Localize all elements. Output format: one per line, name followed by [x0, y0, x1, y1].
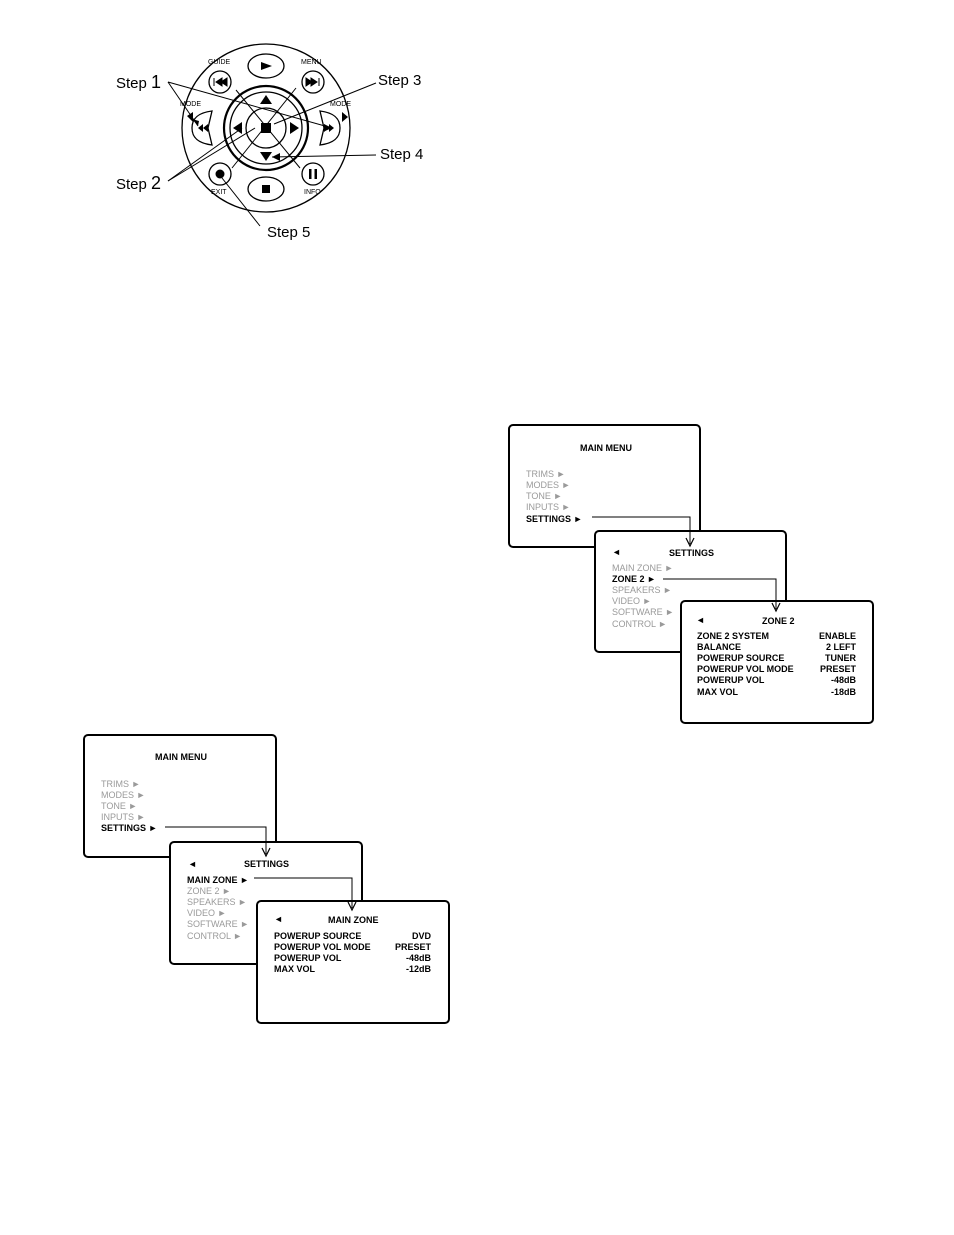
nav-up-arrow-icon[interactable] [260, 95, 272, 104]
zone2-screen: ◄ ZONE 2 ZONE 2 SYSTEM ENABLE BALANCE 2 … [680, 600, 874, 724]
back-arrow-icon[interactable]: ◄ [188, 859, 197, 869]
setting-value[interactable]: -12dB [405, 964, 431, 974]
nav-select-icon[interactable] [261, 123, 271, 133]
nav-ring-inner [229, 91, 303, 165]
main-menu-screen: MAIN MENU TRIMS ► MODES ► TONE ► INPUTS … [83, 734, 277, 858]
stop-button[interactable] [247, 176, 285, 202]
menu-button[interactable] [301, 70, 325, 94]
mode-left-label: MODE [180, 101, 201, 108]
nav-center-ring [245, 107, 287, 149]
nav-left-arrow-icon[interactable] [233, 122, 242, 134]
setting-label: MAX VOL [697, 687, 739, 697]
setting-label: POWERUP VOL [274, 953, 342, 963]
step1-label: Step 1 [116, 72, 162, 92]
menu-item-modes[interactable]: MODES ► [101, 790, 146, 800]
setting-value[interactable]: PRESET [394, 942, 431, 952]
setting-label: POWERUP VOL [697, 675, 765, 685]
menu-item-inputs[interactable]: INPUTS ► [101, 812, 146, 822]
step5-label: Step 5 [267, 224, 311, 241]
menu-item-tone[interactable]: TONE ► [101, 801, 138, 811]
setting-label: POWERUP VOL MODE [274, 942, 371, 952]
setting-value[interactable]: -48dB [830, 675, 856, 685]
step-leader-lines [167, 81, 377, 227]
info-label: INFO [304, 189, 321, 196]
menu-item-settings[interactable]: SETTINGS ► [101, 823, 158, 833]
pause-icon [309, 169, 317, 179]
menu-label: MENU [301, 59, 322, 66]
settings-item-zone2[interactable]: ZONE 2 ► [612, 574, 656, 584]
main-menu-title: MAIN MENU [580, 443, 632, 453]
setting-label: BALANCE [697, 642, 741, 652]
settings-item-main-zone[interactable]: MAIN ZONE ► [187, 875, 249, 885]
exit-button[interactable] [208, 162, 232, 186]
keypad-outer-ring [181, 43, 351, 213]
mode-right-label: MODE [330, 101, 351, 108]
info-button[interactable] [301, 162, 325, 186]
menu-item-tone[interactable]: TONE ► [526, 491, 563, 501]
step4-label: Step 4 [380, 146, 424, 163]
play-icon [261, 62, 272, 70]
menu-item-inputs[interactable]: INPUTS ► [526, 502, 571, 512]
setting-value[interactable]: -48dB [405, 953, 431, 963]
settings-item-control[interactable]: CONTROL ► [612, 619, 668, 629]
stop-icon [262, 185, 270, 193]
settings-item-video[interactable]: VIDEO ► [612, 596, 652, 606]
settings-item-software[interactable]: SOFTWARE ► [612, 607, 675, 617]
guide-label: GUIDE [208, 59, 231, 66]
setting-value[interactable]: PRESET [819, 664, 856, 674]
step3-label: Step 3 [378, 72, 422, 89]
settings-item-video[interactable]: VIDEO ► [187, 908, 227, 918]
settings-item-speakers[interactable]: SPEAKERS ► [612, 585, 672, 595]
nav-down-arrow-icon[interactable] [260, 152, 272, 161]
mode-right-arrow-icon [342, 112, 348, 122]
setting-value[interactable]: ENABLE [818, 631, 856, 641]
setting-label: POWERUP SOURCE [274, 931, 362, 941]
mode-left-arrow-icon [187, 112, 193, 122]
play-button[interactable] [247, 53, 285, 79]
back-arrow-icon[interactable]: ◄ [696, 615, 705, 625]
menu-item-trims[interactable]: TRIMS ► [526, 469, 566, 479]
setting-value[interactable]: -18dB [830, 687, 856, 697]
back-arrow-icon[interactable]: ◄ [274, 914, 283, 924]
nav-right-arrow-icon[interactable] [290, 122, 299, 134]
setting-label: ZONE 2 SYSTEM [697, 631, 770, 641]
menu-item-trims[interactable]: TRIMS ► [101, 779, 141, 789]
rewind-button[interactable] [191, 110, 213, 146]
rewind-icon [198, 124, 208, 132]
settings-title: SETTINGS [669, 548, 715, 558]
menu-item-modes[interactable]: MODES ► [526, 480, 571, 490]
skip-back-icon [213, 77, 228, 87]
zone2-title: ZONE 2 [762, 616, 795, 626]
setting-value[interactable]: TUNER [825, 653, 856, 663]
nav-ring-outer [222, 84, 310, 172]
main-zone-screen: ◄ MAIN ZONE POWERUP SOURCE DVD POWERUP V… [256, 900, 450, 1024]
back-arrow-icon[interactable]: ◄ [612, 547, 621, 557]
menu-item-settings[interactable]: SETTINGS ► [526, 514, 583, 524]
remote-keypad-drawing [167, 43, 377, 227]
setting-value[interactable]: 2 LEFT [825, 642, 856, 652]
record-icon [215, 169, 225, 179]
main-menu-title: MAIN MENU [155, 752, 207, 762]
settings-item-main-zone[interactable]: MAIN ZONE ► [612, 563, 674, 573]
setting-label: MAX VOL [274, 964, 316, 974]
settings-item-control[interactable]: CONTROL ► [187, 931, 243, 941]
settings-item-zone2[interactable]: ZONE 2 ► [187, 886, 231, 896]
skip-forward-icon [305, 77, 320, 87]
step2-label: Step 2 [116, 173, 162, 193]
setting-label: POWERUP SOURCE [697, 653, 785, 663]
setting-label: POWERUP VOL MODE [697, 664, 794, 674]
main-zone-title: MAIN ZONE [328, 915, 379, 925]
settings-title: SETTINGS [244, 859, 290, 869]
exit-label: EXIT [211, 189, 227, 196]
settings-item-software[interactable]: SOFTWARE ► [187, 919, 250, 929]
settings-item-speakers[interactable]: SPEAKERS ► [187, 897, 247, 907]
setting-value[interactable]: DVD [411, 931, 431, 941]
guide-button[interactable] [208, 70, 232, 94]
